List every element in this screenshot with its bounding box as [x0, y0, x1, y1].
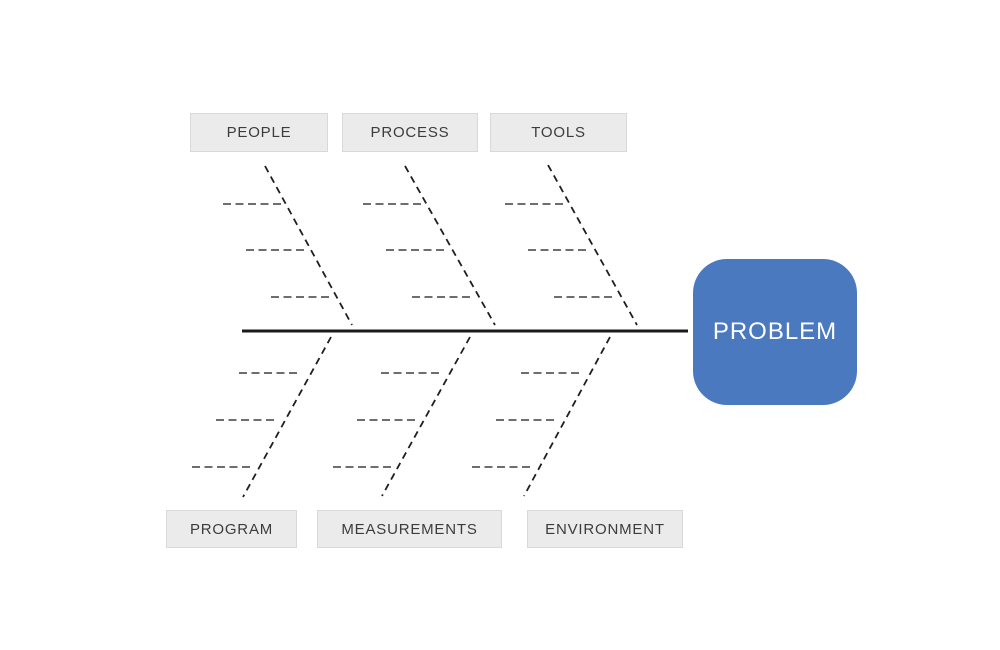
branch-line-people [264, 165, 353, 326]
branch-line-program [242, 336, 332, 498]
category-box-environment[interactable]: ENVIRONMENT [527, 510, 683, 548]
problem-label: PROBLEM [712, 318, 838, 345]
branch-line-measurements [381, 336, 471, 497]
branch-line-process [404, 165, 496, 326]
category-box-process[interactable]: PROCESS [342, 113, 478, 152]
category-box-measurements[interactable]: MEASUREMENTS [317, 510, 502, 548]
category-box-tools[interactable]: TOOLS [490, 113, 627, 152]
category-label: ENVIRONMENT [545, 520, 665, 538]
category-label: PEOPLE [226, 124, 292, 141]
branch-line-environment [523, 336, 611, 497]
category-label: PROGRAM [189, 520, 274, 538]
category-box-people[interactable]: PEOPLE [190, 113, 328, 152]
branch-line-tools [547, 164, 638, 326]
category-label: PROCESS [370, 124, 450, 141]
category-box-program[interactable]: PROGRAM [166, 510, 297, 548]
category-label: TOOLS [531, 124, 586, 141]
problem-box[interactable]: PROBLEM [693, 259, 857, 405]
category-label: MEASUREMENTS [341, 520, 478, 538]
